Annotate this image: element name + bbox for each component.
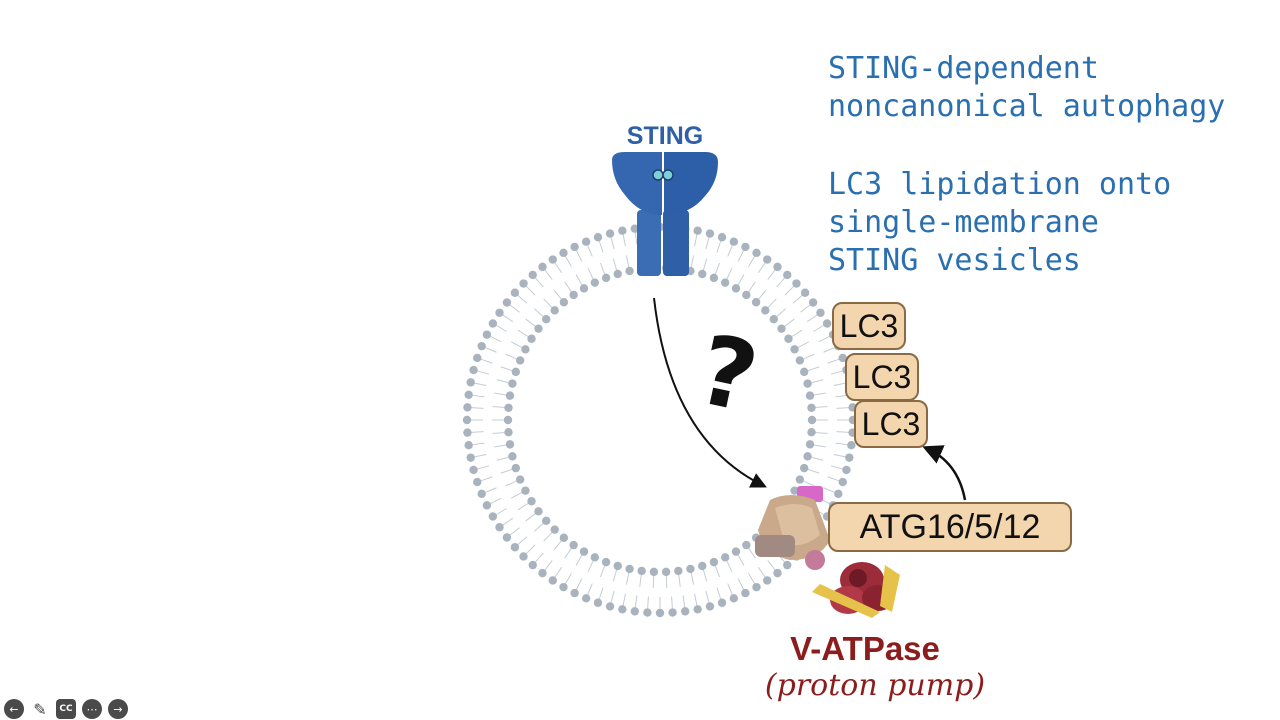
atg-to-lc3-arrow [922, 445, 967, 501]
player-controls: ← ✎ CC ⋯ → [4, 699, 128, 719]
vatpase-complex [755, 486, 900, 618]
sting-label: STING [626, 122, 704, 150]
arrow-left-icon[interactable]: ← [4, 699, 24, 719]
pencil-icon[interactable]: ✎ [33, 699, 47, 719]
arrow-right-icon[interactable]: → [108, 699, 128, 719]
atg-complex-box: ATG16/5/12 [828, 502, 1072, 552]
sting-protein [612, 152, 718, 276]
sting-to-vatpase-arrow [653, 297, 767, 488]
lc3-box-3: LC3 [854, 400, 928, 448]
lc3-box-2: LC3 [845, 353, 919, 401]
lc3-box-1: LC3 [832, 302, 906, 350]
more-icon[interactable]: ⋯ [82, 699, 102, 719]
vatpase-subtitle: (proton pump) [764, 668, 986, 703]
diagram-description: LC3 lipidation onto single-membrane STIN… [828, 167, 1172, 278]
cc-button[interactable]: CC [56, 699, 76, 719]
vatpase-label: V-ATPase [790, 630, 940, 667]
diagram-title: STING-dependent noncanonical autophagy [828, 51, 1226, 124]
